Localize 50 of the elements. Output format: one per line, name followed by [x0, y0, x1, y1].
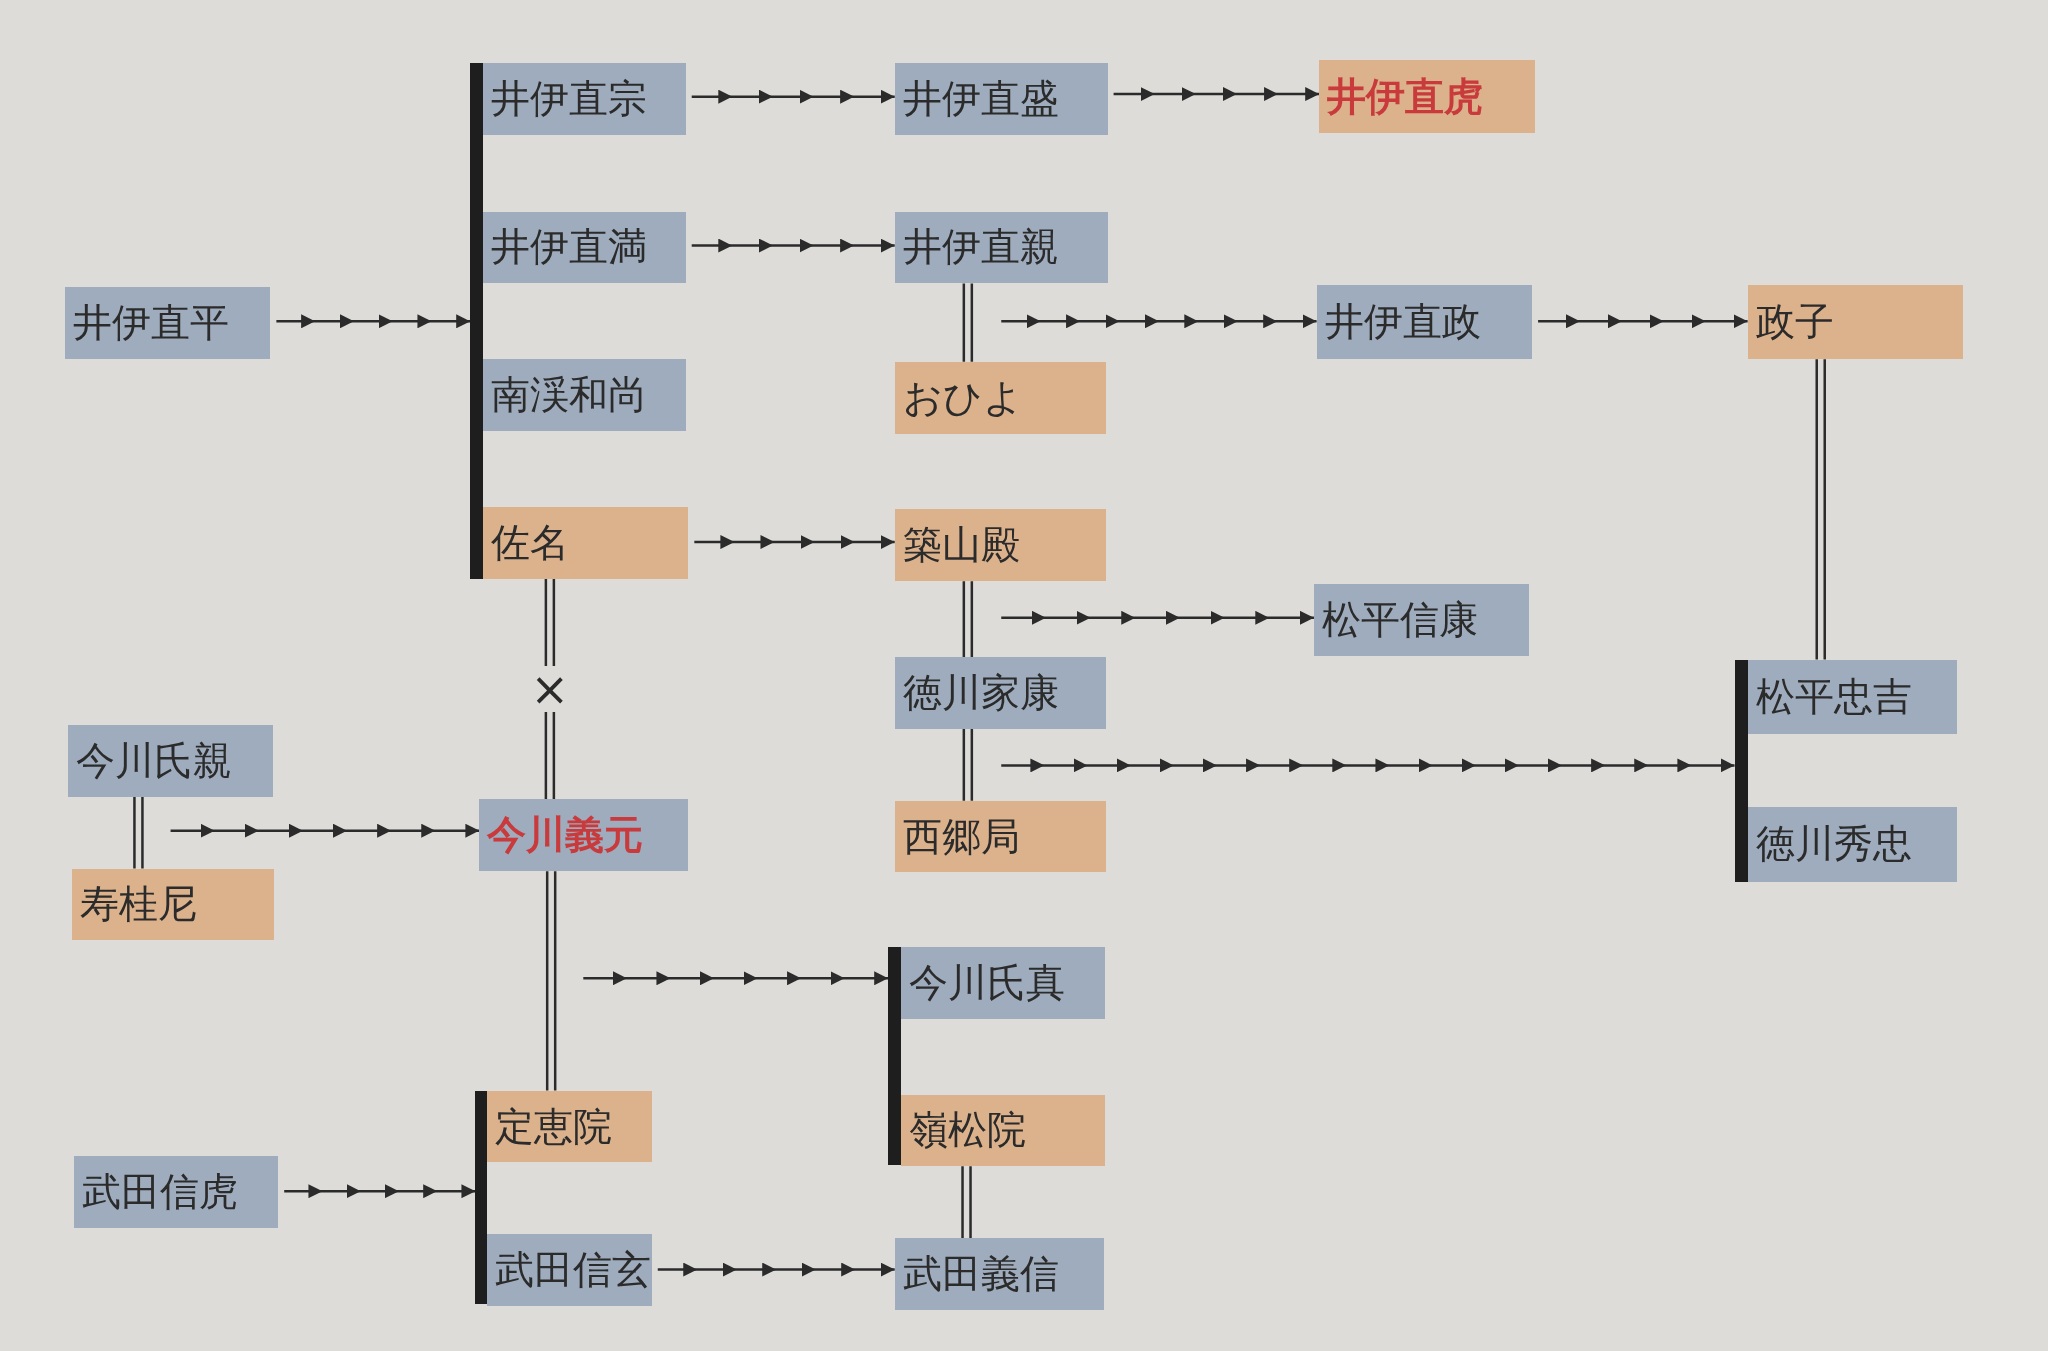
name-box: 佐名 [483, 506, 689, 579]
arrow [1001, 314, 1317, 328]
name-box: 築山殿 [894, 509, 1107, 582]
bracket-bar [470, 62, 484, 579]
name-box: 南渓和尚 [483, 359, 686, 431]
name-box: 嶺松院 [901, 1094, 1105, 1167]
name-box: 徳川家康 [894, 656, 1107, 729]
arrow [583, 971, 889, 985]
name-box: 松平忠吉 [1747, 659, 1957, 734]
marriage-line [962, 579, 974, 659]
name-box: 井伊直親 [894, 211, 1108, 284]
name-box: 武田信玄 [487, 1234, 652, 1307]
bracket-bar [1734, 659, 1748, 882]
name-box: 井伊直満 [483, 211, 686, 284]
marriage-line [545, 869, 557, 1092]
arrow [694, 535, 895, 549]
arrow [657, 1263, 895, 1277]
arrow [170, 824, 480, 838]
name-box: 武田義信 [894, 1238, 1104, 1311]
marriage-line [961, 1165, 972, 1240]
arrow [1001, 611, 1314, 625]
name-box: 定恵院 [487, 1090, 652, 1163]
name-box: おひよ [894, 361, 1107, 434]
name-box: 井伊直盛 [894, 62, 1108, 135]
marriage-line [962, 282, 974, 364]
name-box: 井伊直政 [1316, 284, 1533, 360]
name-box: 今川氏真 [901, 946, 1105, 1019]
name-box: 今川氏親 [67, 724, 273, 797]
arrow [284, 1184, 476, 1198]
marriage-line [1815, 357, 1826, 661]
name-box: 今川義元 [479, 799, 689, 872]
name-box: 寿桂尼 [71, 868, 275, 941]
name-box: 武田信虎 [74, 1155, 279, 1228]
name-box: 西郷局 [894, 800, 1107, 873]
bracket-bar [888, 946, 902, 1166]
name-box: 松平信康 [1313, 583, 1530, 656]
arrow [1538, 314, 1748, 328]
name-box: 井伊直平 [65, 287, 271, 360]
arrow [1001, 758, 1735, 772]
marriage-line [962, 727, 974, 802]
name-box: 井伊直虎 [1319, 60, 1535, 134]
arrow [1113, 87, 1320, 101]
name-box: 井伊直宗 [483, 62, 686, 135]
marriage-line [133, 795, 144, 870]
arrow [691, 239, 895, 253]
name-box: 徳川秀忠 [1747, 807, 1957, 882]
arrow [276, 314, 471, 328]
arrow [691, 90, 895, 104]
name-box: 政子 [1747, 284, 1964, 360]
bracket-bar [475, 1090, 488, 1304]
